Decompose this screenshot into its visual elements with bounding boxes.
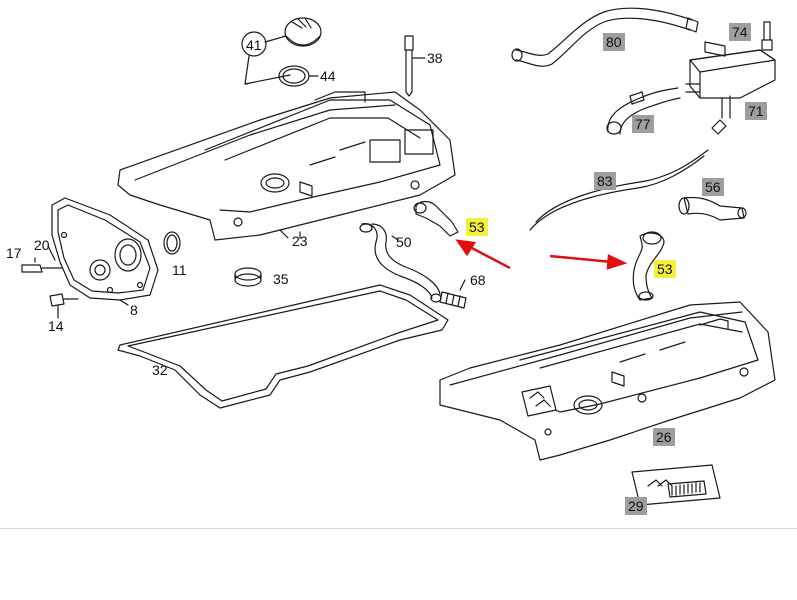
label-83: 83 bbox=[594, 172, 616, 190]
hose-80 bbox=[511, 7, 699, 67]
label-23: 23 bbox=[292, 233, 308, 249]
valve-cover-23 bbox=[117, 91, 456, 241]
label-32: 32 bbox=[152, 362, 168, 378]
label-14: 14 bbox=[48, 318, 64, 334]
label-50: 50 bbox=[396, 234, 412, 250]
label-53-upper: 53 bbox=[466, 218, 488, 236]
label-53-right: 53 bbox=[654, 260, 676, 278]
bolt-74 bbox=[761, 21, 773, 51]
label-56: 56 bbox=[702, 178, 724, 196]
hose-53-right bbox=[632, 231, 665, 301]
label-26: 26 bbox=[653, 428, 675, 446]
hose-83 bbox=[529, 149, 709, 231]
callout-41: 41 bbox=[246, 37, 262, 53]
label-35: 35 bbox=[273, 271, 289, 287]
hose-77 bbox=[606, 87, 681, 135]
timing-cover-8 bbox=[51, 197, 159, 301]
bolt-14 bbox=[49, 293, 79, 307]
label-71: 71 bbox=[745, 102, 767, 120]
connector-68 bbox=[439, 291, 467, 309]
gasket-32 bbox=[117, 284, 449, 409]
oil-filler-cap bbox=[284, 17, 322, 47]
label-11: 11 bbox=[172, 262, 187, 278]
label-74: 74 bbox=[729, 23, 751, 41]
hose-56 bbox=[678, 196, 747, 221]
label-8: 8 bbox=[130, 302, 138, 318]
ring-35 bbox=[234, 267, 262, 287]
label-20: 20 bbox=[34, 237, 50, 253]
bolt-38 bbox=[404, 35, 426, 97]
label-17: 17 bbox=[6, 245, 22, 261]
bolt-17 bbox=[21, 264, 63, 273]
seal-11 bbox=[163, 231, 181, 255]
red-arrows bbox=[455, 239, 628, 270]
label-29: 29 bbox=[625, 497, 647, 515]
valve-cover-26 bbox=[439, 301, 776, 461]
label-77: 77 bbox=[632, 115, 654, 133]
decal-29 bbox=[631, 464, 721, 506]
callout-circle bbox=[241, 31, 267, 57]
label-68: 68 bbox=[470, 272, 486, 288]
label-38: 38 bbox=[427, 50, 443, 66]
hose-53-upper bbox=[413, 200, 459, 237]
valve-block-71 bbox=[685, 41, 776, 119]
label-80: 80 bbox=[603, 33, 625, 51]
label-44: 44 bbox=[320, 68, 336, 84]
